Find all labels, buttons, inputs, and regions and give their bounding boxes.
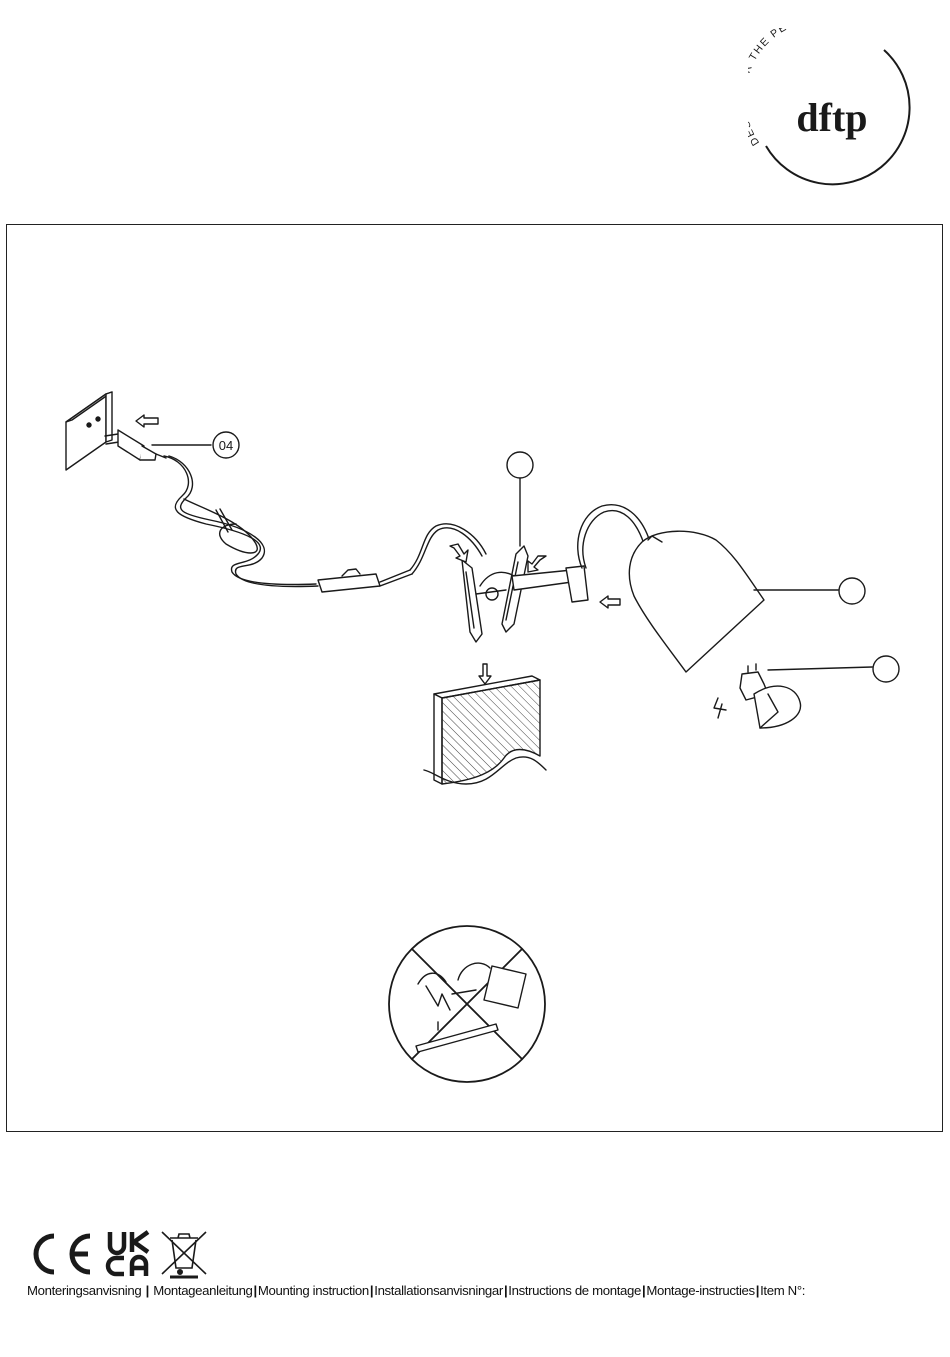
gu10-bulb-icon	[714, 664, 801, 728]
footer-item-de: Montageanleitung	[153, 1283, 252, 1298]
footer-item-fr: Instructions de montage	[508, 1283, 641, 1298]
logo-wordmark: dftp	[796, 95, 867, 140]
arrow-left-icon	[136, 415, 158, 427]
mounting-diagram: 04	[6, 224, 943, 1132]
cord-loop	[410, 524, 486, 570]
wall-socket-icon	[66, 392, 112, 470]
svg-text:04: 04	[219, 438, 233, 453]
footer-item-number: Item N°:	[760, 1283, 805, 1298]
power-cord	[164, 456, 318, 587]
compliance-marks	[28, 1228, 218, 1280]
arrow-left-icon	[600, 596, 620, 608]
inline-switch-icon	[318, 569, 412, 592]
ukca-mark-icon	[108, 1232, 148, 1276]
callout-clamp	[507, 452, 533, 478]
clamp-icon	[462, 546, 528, 642]
callout-bulb	[873, 656, 899, 682]
shelf-board-icon	[424, 676, 546, 784]
footer-item-nl: Montage-instructies	[646, 1283, 754, 1298]
lamp-shade-icon	[629, 531, 764, 672]
footer-item-en: Mounting instruction	[258, 1283, 369, 1298]
callout-line-bulb	[768, 667, 872, 670]
dftp-logo: DESIGN FOR THE PEOPLE dftp	[748, 28, 918, 200]
ce-mark-icon	[36, 1236, 90, 1272]
weee-bin-icon	[162, 1232, 206, 1277]
prohibited-mounting-icon	[389, 926, 545, 1082]
footer-item-sv2: Installationsanvisningar	[374, 1283, 503, 1298]
footer-instructions: Monteringsanvisning | Montageanleitung|M…	[27, 1283, 927, 1303]
footer-item-sv: Monteringsanvisning	[27, 1283, 141, 1298]
callout-shade	[839, 578, 865, 604]
lamp-arm	[512, 505, 650, 602]
arrow-down-icon	[479, 664, 491, 684]
callout-cord: 04	[213, 432, 239, 458]
